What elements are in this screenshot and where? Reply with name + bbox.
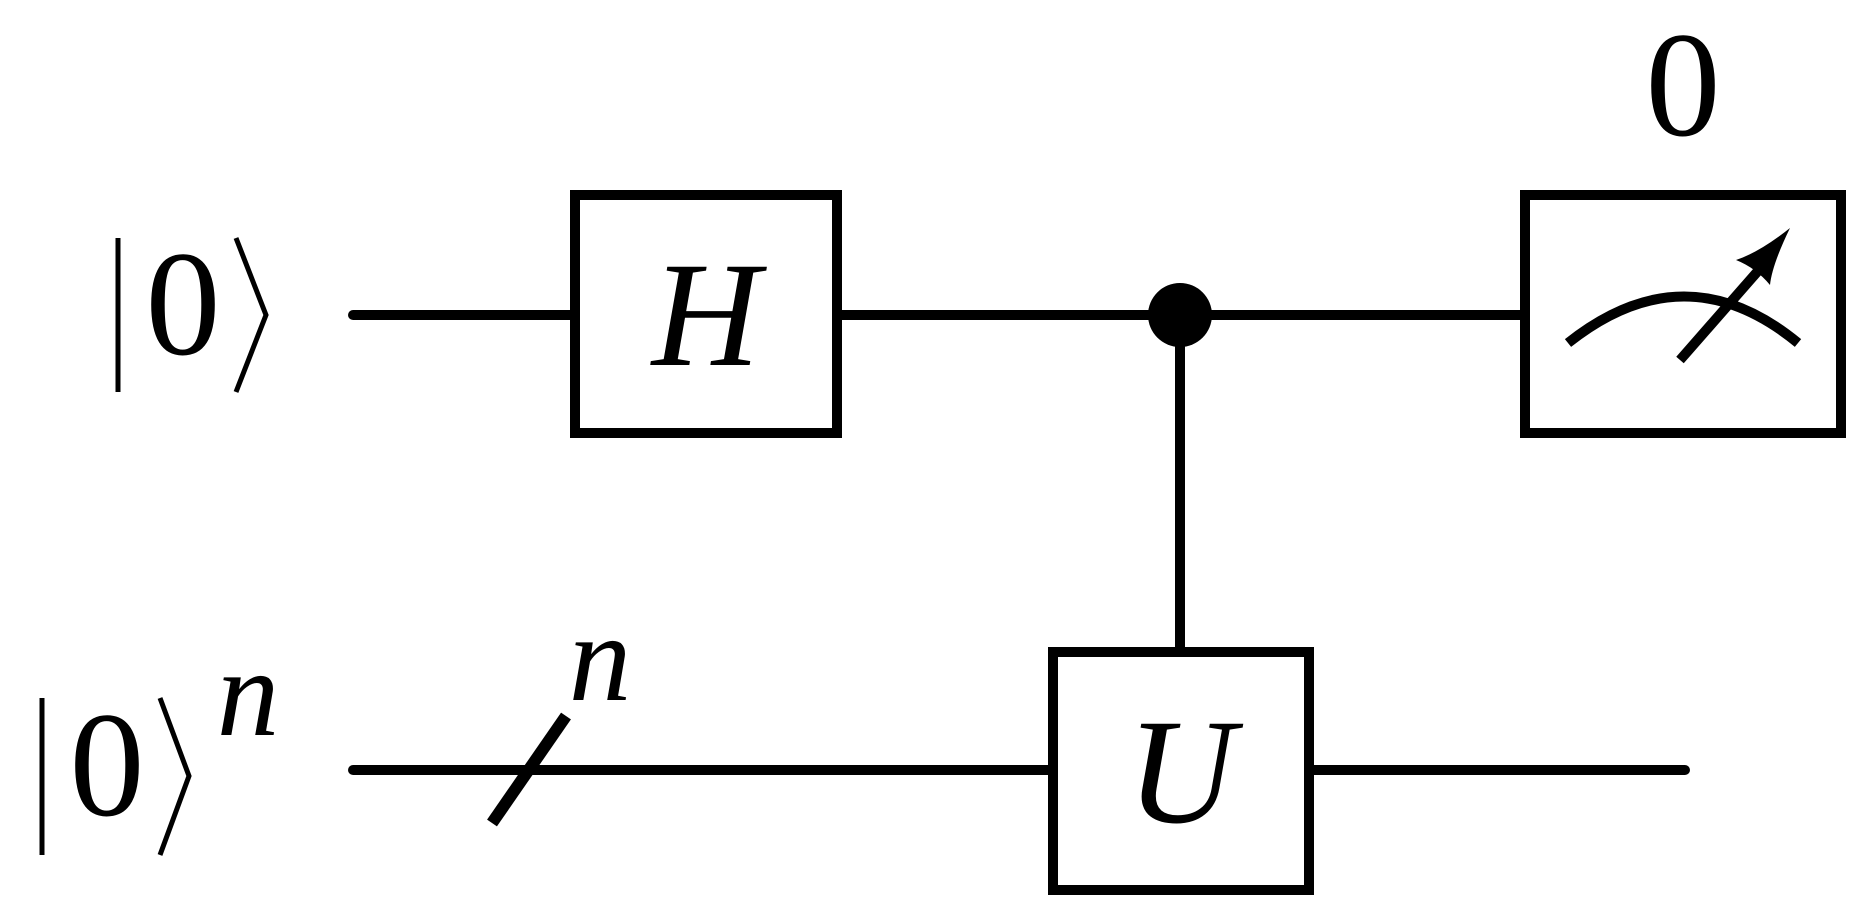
ket-angle	[233, 237, 269, 393]
measurement-result: 0	[1646, 2, 1721, 168]
qubit-1-input-label: 0 n	[39, 625, 280, 856]
hadamard-gate-label: H	[650, 232, 768, 398]
ket-superscript: n	[217, 625, 280, 763]
control-dot-icon	[1148, 283, 1212, 347]
bus-label: n	[569, 590, 632, 728]
ket-angle	[157, 697, 192, 856]
unitary-gate-label: U	[1127, 689, 1244, 855]
hadamard-gate: H	[570, 190, 842, 438]
ket-value: 0	[70, 682, 145, 848]
unitary-gate: U	[1048, 647, 1314, 895]
ket-value: 0	[146, 221, 221, 387]
measurement-meter-icon	[1564, 228, 1802, 364]
qubit-0-input-label: 0	[115, 221, 269, 393]
measurement-gate	[1520, 190, 1846, 438]
multi-qubit-slash-icon	[487, 712, 571, 827]
